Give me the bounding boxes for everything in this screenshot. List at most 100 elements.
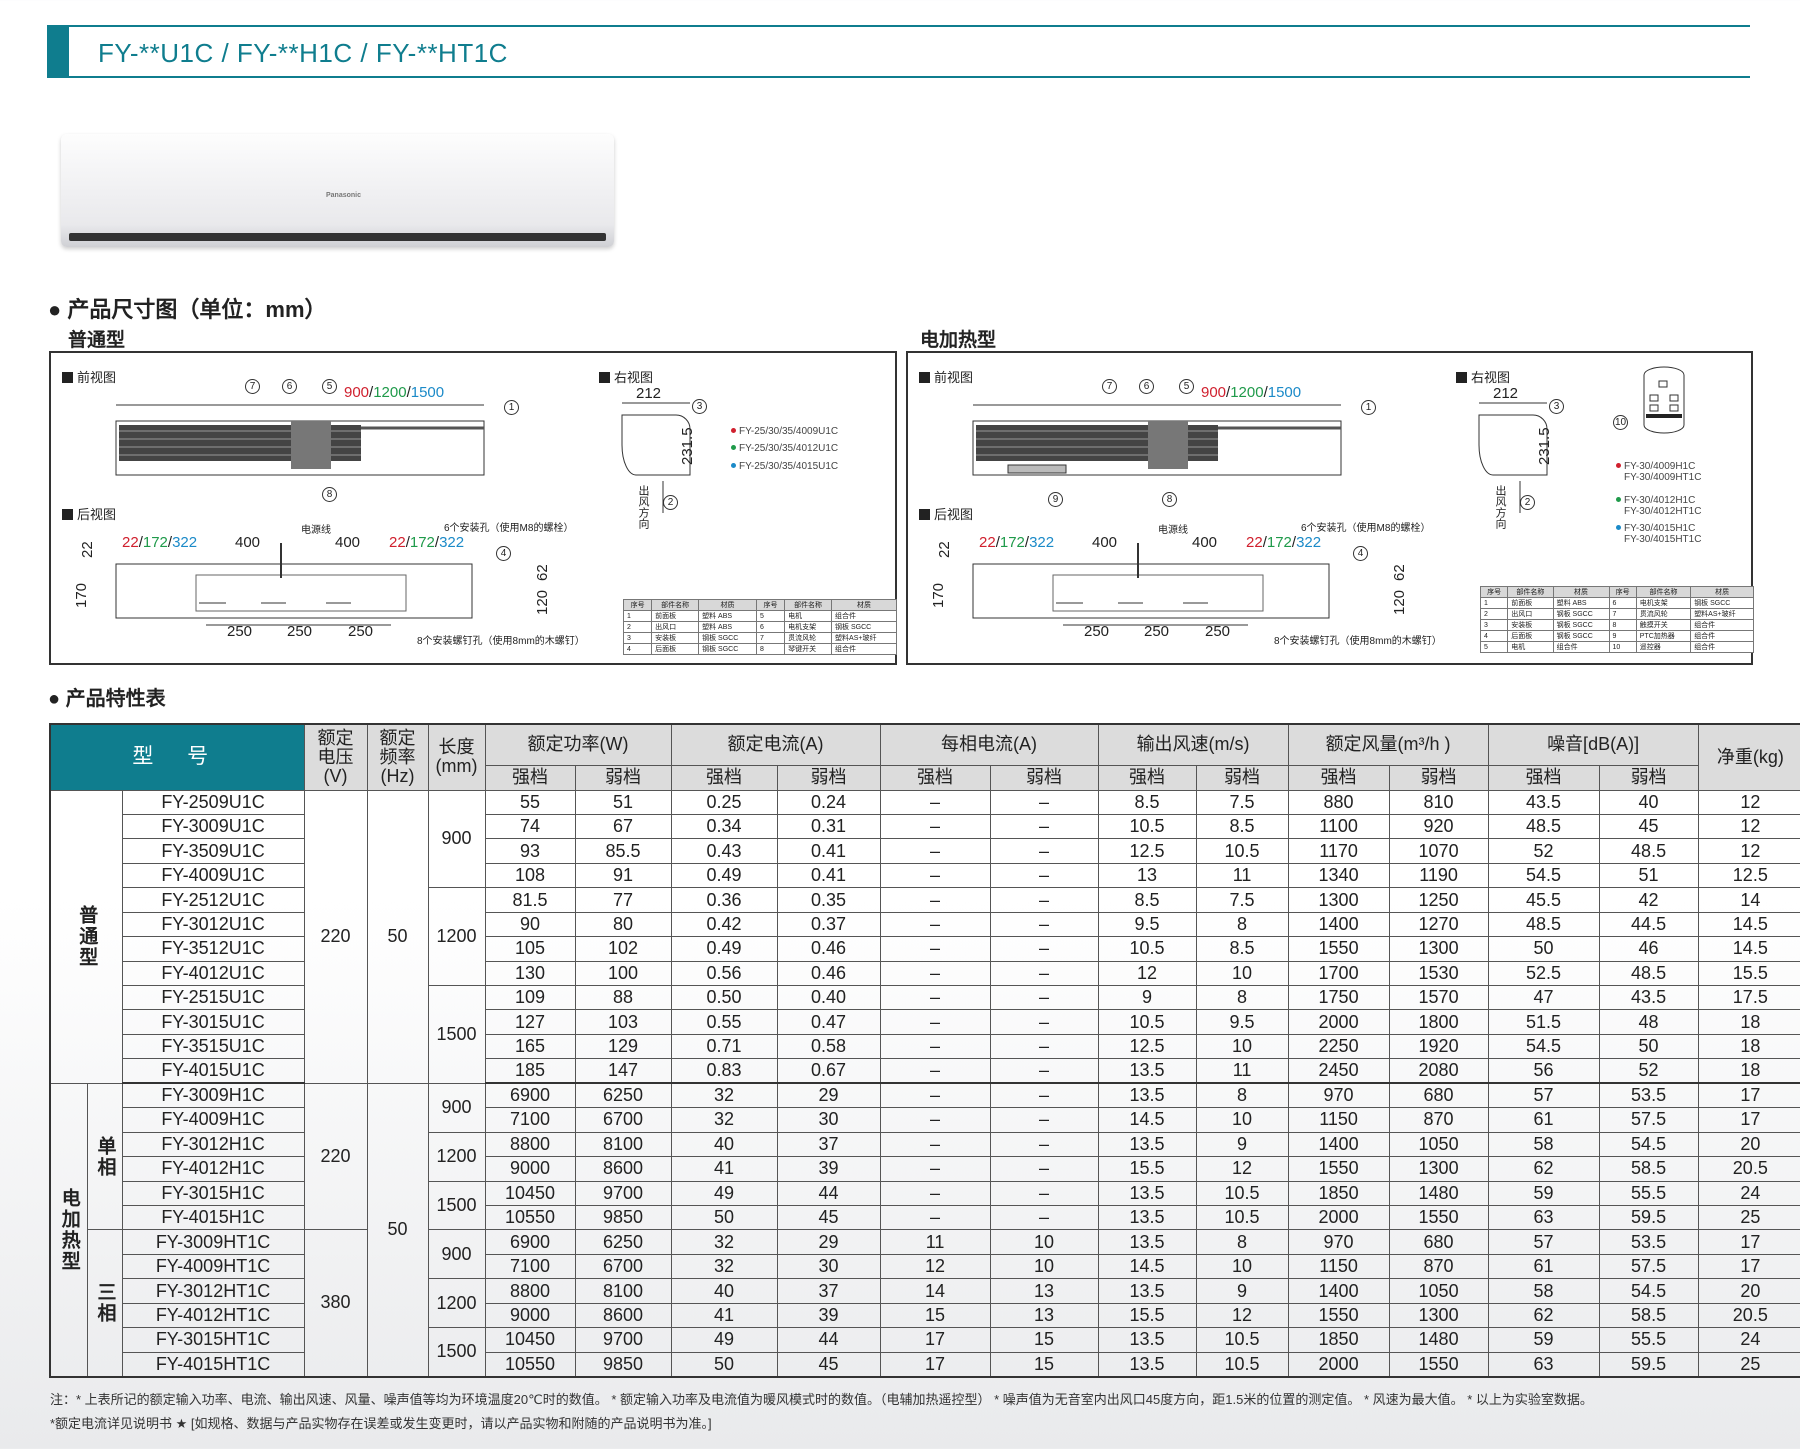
value-cell: 45: [1598, 813, 1699, 840]
value-cell: 15: [879, 1302, 991, 1329]
value-cell: 12: [879, 1253, 991, 1280]
value-cell: 56: [1487, 1058, 1600, 1085]
value-cell: 13.5: [1097, 1180, 1197, 1206]
value-cell: 6700: [574, 1107, 672, 1133]
value-cell: –: [879, 1156, 991, 1182]
model-cell: FY-4009H1C: [121, 1107, 305, 1133]
value-cell: 12: [1697, 838, 1800, 864]
value-cell: 40: [670, 1131, 778, 1158]
value-cell: 61: [1487, 1253, 1600, 1280]
value-cell: 41: [670, 1302, 778, 1329]
parts-cell: 7: [755, 632, 786, 644]
value-cell: 9.5: [1195, 1009, 1289, 1035]
value-cell: –: [989, 789, 1099, 815]
value-cell: 10550: [484, 1204, 576, 1231]
dim-120: 120: [534, 589, 551, 615]
col-length: 长度(mm): [427, 723, 486, 791]
value-cell: 0.56: [670, 960, 778, 987]
value-cell: 17.5: [1697, 984, 1800, 1011]
value-cell: 1150: [1287, 1253, 1390, 1280]
value-cell: 13.5: [1097, 1351, 1197, 1378]
parts-cell: 6: [755, 621, 786, 633]
value-cell: 920: [1388, 813, 1489, 840]
value-cell: 18: [1697, 1009, 1800, 1035]
parts-cell: 组合件: [831, 643, 897, 655]
callout-9: 9: [1048, 492, 1063, 507]
value-cell: 10.5: [1195, 1327, 1289, 1353]
airflow-direction-label: 出风方向: [1494, 485, 1506, 529]
side-view-label: 右视图: [1456, 367, 1510, 386]
value-cell: 41: [670, 1156, 778, 1182]
parts-cell: 7: [1608, 608, 1637, 620]
value-cell: 970: [1287, 1082, 1390, 1109]
value-cell: –: [989, 862, 1099, 889]
value-cell: 81.5: [484, 887, 576, 913]
value-cell: –: [989, 1180, 1099, 1206]
depth-dim: 212: [1493, 385, 1519, 402]
value-cell: 0.67: [776, 1058, 881, 1085]
type-group: 普通型: [49, 789, 123, 1084]
value-cell: 8.5: [1195, 936, 1289, 962]
value-cell: 0.46: [776, 936, 881, 962]
header-rule-bottom: [47, 76, 1750, 78]
callout-1: 1: [504, 400, 519, 415]
value-cell: 1850: [1287, 1180, 1390, 1206]
parts-cell: 3: [622, 632, 653, 644]
parts-cell: 安装板: [1507, 619, 1554, 631]
dim-170: 170: [73, 582, 90, 608]
power-cord-label: 电源线: [1158, 525, 1188, 536]
value-cell: 0.49: [670, 936, 778, 962]
value-cell: –: [879, 936, 991, 962]
value-cell: 50: [670, 1204, 778, 1231]
value-cell: 57.5: [1598, 1107, 1699, 1133]
value-cell: 54.5: [1487, 862, 1600, 889]
value-cell: 10.5: [1097, 1009, 1197, 1035]
value-cell: 54.5: [1598, 1278, 1699, 1304]
value-cell: 37: [776, 1278, 881, 1304]
value-cell: 13: [1097, 862, 1197, 889]
value-cell: 30: [776, 1253, 881, 1280]
value-cell: –: [879, 1204, 991, 1231]
voltage-cell: 380: [303, 1229, 368, 1377]
parts-cell: 遥控器: [1635, 641, 1692, 653]
value-cell: 12: [1697, 813, 1800, 840]
col-low: 弱档: [989, 764, 1099, 791]
value-cell: 12.5: [1097, 1033, 1197, 1060]
value-cell: 10: [989, 1253, 1099, 1280]
value-cell: 1250: [1388, 887, 1489, 913]
model-cell: FY-2515U1C: [121, 984, 305, 1011]
col-low: 弱档: [574, 764, 672, 791]
callout-4: 4: [1353, 546, 1368, 561]
value-cell: 48.5: [1487, 813, 1600, 840]
value-cell: 8.5: [1195, 813, 1289, 840]
value-cell: 6900: [484, 1229, 576, 1255]
value-cell: 8: [1195, 1229, 1289, 1255]
value-cell: 147: [574, 1058, 672, 1085]
value-cell: 15.5: [1697, 960, 1800, 987]
parts-cell: 塑料AS+玻纤: [1690, 608, 1754, 620]
value-cell: 13.5: [1097, 1082, 1197, 1109]
value-cell: 880: [1287, 789, 1390, 815]
value-cell: 12: [1097, 960, 1197, 987]
value-cell: 1550: [1388, 1351, 1489, 1378]
value-cell: 58.5: [1598, 1156, 1699, 1182]
parts-cell: 钢板 SGCC: [1552, 608, 1610, 620]
parts-cell: 组合件: [1690, 641, 1754, 653]
front-view-label: 前视图: [919, 367, 973, 386]
value-cell: –: [879, 1058, 991, 1085]
value-cell: 6250: [574, 1229, 672, 1255]
value-cell: 12: [1697, 789, 1800, 815]
value-cell: 1480: [1388, 1327, 1489, 1353]
col-noise: 噪音[dB(A)]: [1487, 723, 1699, 766]
value-cell: 59.5: [1598, 1204, 1699, 1231]
value-cell: –: [989, 1033, 1099, 1060]
